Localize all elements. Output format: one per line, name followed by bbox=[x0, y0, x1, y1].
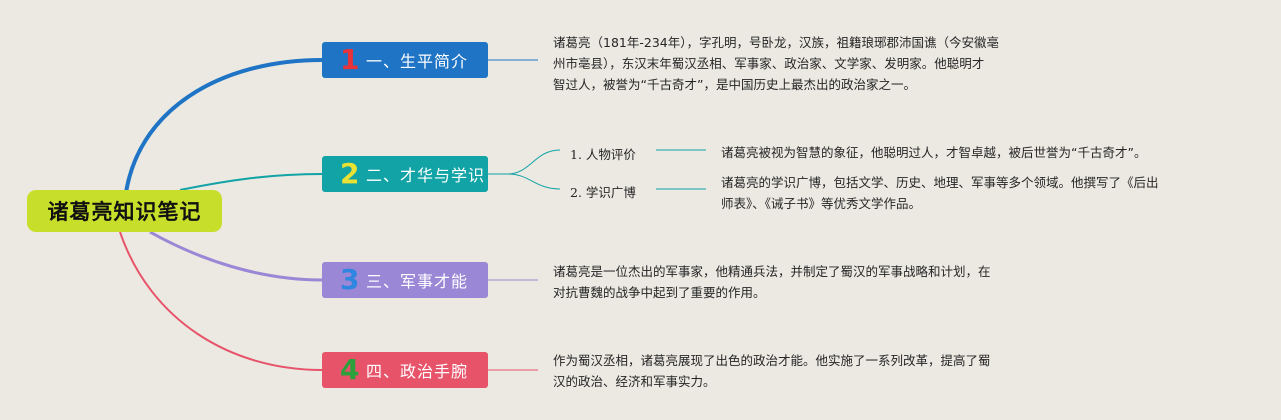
branch-node-1[interactable]: 1 一、生平简介 bbox=[322, 42, 488, 78]
sub-node-2-2[interactable]: 2. 学识广博 bbox=[570, 185, 636, 200]
branch-number-3: 3 bbox=[340, 263, 361, 296]
connector-branch2-sub2 bbox=[507, 173, 561, 190]
branch-desc-1: 诸葛亮（181年-234年），字孔明，号卧龙，汉族，祖籍琅琊郡沛国谯（今安徽亳 … bbox=[553, 35, 999, 92]
branch-title-3: 三、军事才能 bbox=[366, 272, 469, 291]
branch-number-2: 2 bbox=[340, 157, 361, 190]
branch-node-4[interactable]: 4 四、政治手腕 bbox=[322, 352, 488, 388]
sub-desc-2-1: 诸葛亮被视为智慧的象征，他聪明过人，才智卓越，被后世誉为“千古奇才”。 bbox=[721, 145, 1147, 160]
connector-branch2-sub1 bbox=[507, 149, 561, 175]
branch-node-2[interactable]: 2 二、才华与学识 bbox=[322, 156, 488, 192]
connector-root-branch3 bbox=[149, 230, 323, 282]
branch-title-4: 四、政治手腕 bbox=[366, 362, 469, 381]
connector-root-branch1 bbox=[123, 58, 323, 201]
branch-node-3[interactable]: 3 三、军事才能 bbox=[322, 262, 488, 298]
branch-title-1: 一、生平简介 bbox=[366, 52, 469, 71]
sub-node-2-1[interactable]: 1. 人物评价 bbox=[570, 147, 636, 162]
connector-root-branch4 bbox=[119, 231, 323, 371]
branch-title-2: 二、才华与学识 bbox=[366, 166, 486, 185]
root-node[interactable]: 诸葛亮知识笔记 bbox=[27, 190, 222, 232]
branch-desc-4: 作为蜀汉丞相，诸葛亮展现了出色的政治才能。他实施了一系列改革，提高了蜀 汉的政治… bbox=[553, 353, 991, 389]
branch-number-4: 4 bbox=[340, 353, 361, 386]
branch-number-1: 1 bbox=[340, 43, 361, 76]
sub-desc-2-2: 诸葛亮的学识广博，包括文学、历史、地理、军事等多个领域。他撰写了《后出 师表》、… bbox=[721, 175, 1159, 211]
connector-root-branch2 bbox=[179, 173, 323, 191]
branch-desc-3: 诸葛亮是一位杰出的军事家，他精通兵法，并制定了蜀汉的军事战略和计划，在 对抗曹魏… bbox=[553, 264, 991, 300]
